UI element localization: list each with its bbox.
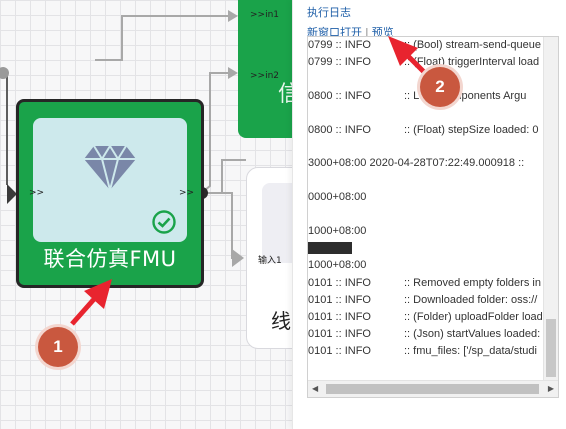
log-line-prefix: 0101 :: INFO (308, 277, 371, 289)
log-line-prefix: 0101 :: INFO (308, 328, 371, 340)
preview-link[interactable]: 预览 (371, 26, 394, 39)
log-line: 0101 :: INFO:: (Json) startValues loaded… (308, 328, 540, 340)
fmu-in-port-label: >> (29, 188, 45, 198)
fmu-node[interactable]: >> >> 联合仿真FMU (16, 99, 204, 288)
log-line-text: 1000+08:00 (308, 225, 367, 237)
horizontal-scrollbar[interactable]: ◀ ▶ (308, 380, 558, 397)
log-line: 0000+08:00 (308, 191, 366, 203)
log-line-prefix: 0800 :: INFO (308, 90, 371, 102)
wire-out-2 (214, 192, 238, 259)
log-line: 0101 :: INFO:: fmu_files: ['/sp_data/stu… (308, 345, 537, 357)
wire-left-joint (0, 67, 9, 79)
log-line-text: :: Downloaded folder: oss:// (404, 294, 538, 306)
wire-top-1 (95, 15, 228, 61)
log-line-text: 0000+08:00 (308, 191, 367, 203)
check-circle-icon (152, 210, 176, 234)
fmu-input-port (7, 184, 17, 204)
log-line-text: 3000+08:00 2020-04-28T07:22:49.000918 :: (308, 157, 525, 169)
log-line: 0101 :: INFO:: Downloaded folder: oss:// (308, 294, 537, 306)
wire-left-in (0, 72, 8, 185)
log-line-prefix: 0101 :: INFO (308, 294, 371, 306)
input1-port-label: 输入1 (258, 256, 282, 266)
log-line-text: :: fmu_files: ['/sp_data/studi (404, 345, 537, 357)
log-line: 0101 :: INFO:: (Folder) uploadFolder loa… (308, 311, 543, 323)
log-line-prefix: 0101 :: INFO (308, 345, 371, 357)
log-line: 3000+08:00 2020-04-28T07:22:49.000918 :: (308, 157, 524, 169)
wire-out-1 (202, 159, 246, 194)
diamond-icon (84, 144, 136, 191)
log-line: 0799 :: INFO:: (Float) triggerInterval l… (308, 56, 539, 68)
actions-separator: | (365, 26, 369, 39)
vertical-scrollbar[interactable] (543, 37, 558, 381)
execution-log-panel: 执行日志 新窗口打开|预览 0799 :: INFO:: (Bool) stre… (292, 0, 566, 429)
log-line: 0800 :: INFO:: Load components Argu (308, 90, 526, 102)
fmu-node-icon-area (33, 118, 187, 242)
log-line: 0800 :: INFO:: (Float) stepSize loaded: … (308, 124, 539, 136)
log-line-text: :: Removed empty folders in (404, 277, 541, 289)
log-line: 1000+08:00 (308, 259, 366, 271)
log-line: 1000+08:00 (308, 225, 366, 237)
fmu-out-port-label: >> (179, 188, 195, 198)
port-in1-label: >>in1 (250, 10, 280, 20)
wire-top-2 (204, 72, 228, 191)
log-line-text: 1000+08:00 (308, 259, 367, 271)
scroll-right-icon[interactable]: ▶ (547, 384, 554, 393)
fmu-node-title: 联合仿真FMU (43, 247, 177, 271)
open-new-window-link[interactable]: 新窗口打开 (307, 26, 362, 39)
port-in2-label: >>in2 (250, 71, 280, 81)
log-actions: 新窗口打开|预览 (307, 24, 394, 40)
log-line-text: :: (Folder) uploadFolder load (404, 311, 543, 323)
log-line-text: :: (Json) startValues loaded: (404, 328, 541, 340)
white-node-title: 线 (271, 309, 291, 333)
horizontal-scroll-thumb[interactable] (326, 384, 539, 394)
log-line: 0101 :: INFO:: Removed empty folders in (308, 277, 541, 289)
log-line-text: :: (Bool) stream-send-queue (404, 39, 541, 51)
log-line-text: :: (Float) triggerInterval load (404, 56, 540, 68)
vertical-scroll-thumb[interactable] (546, 319, 556, 377)
log-line-prefix: 0799 :: INFO (308, 56, 371, 68)
log-line-prefix: 0800 :: INFO (308, 124, 371, 136)
log-line-text: :: (Float) stepSize loaded: 0 (404, 124, 539, 136)
callout-1: 1 (38, 327, 78, 367)
callout-2: 2 (420, 67, 460, 107)
log-line-prefix: 0799 :: INFO (308, 39, 371, 51)
log-redaction (308, 242, 352, 255)
log-line-prefix: 0101 :: INFO (308, 311, 371, 323)
log-line: 0799 :: INFO:: (Bool) stream-send-queue (308, 39, 541, 51)
scroll-left-icon[interactable]: ◀ (312, 384, 319, 393)
log-panel-title: 执行日志 (307, 6, 351, 19)
